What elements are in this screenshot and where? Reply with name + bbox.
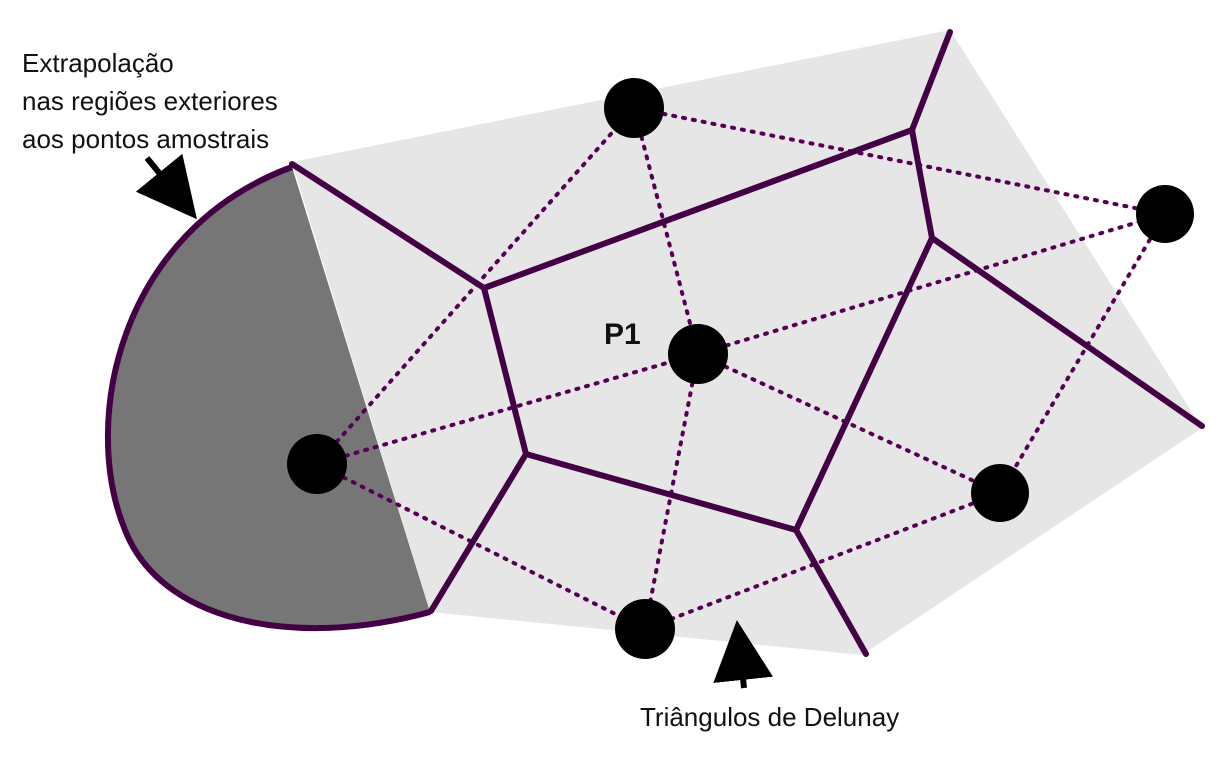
delaunay-edge	[632, 106, 1167, 216]
voronoi-edges	[289, 29, 1205, 657]
delaunay-caption: Triângulos de Delunay	[640, 702, 900, 732]
sample-point-p1	[668, 324, 728, 384]
sample-point	[604, 78, 664, 138]
voronoi-edge	[481, 285, 529, 457]
delaunay-edge	[632, 106, 700, 356]
delaunay-edge	[643, 352, 700, 631]
delaunay-edge	[315, 462, 647, 631]
voronoi-edge	[289, 161, 487, 291]
delaunay-edge	[998, 212, 1167, 495]
extrapolation-boundary-arc	[104, 164, 431, 632]
extrapolation-caption-line-1: Extrapolação	[22, 48, 174, 78]
sample-point	[1136, 185, 1194, 243]
annotation-arrows	[135, 153, 773, 689]
delaunay-edge	[643, 491, 1002, 631]
extrapolated-region	[107, 167, 430, 629]
sample-points	[287, 78, 1194, 659]
voronoi-edge	[523, 451, 799, 533]
delaunay-edge	[696, 212, 1167, 356]
voronoi-edge	[909, 29, 953, 133]
point-p1-label: P1	[604, 318, 641, 351]
voronoi-edge	[481, 127, 915, 291]
sample-point	[287, 434, 347, 494]
sample-point	[971, 464, 1029, 522]
voronoi-edge	[428, 451, 529, 614]
voronoi-edge	[793, 527, 869, 657]
extrapolation-caption-line-3: aos pontos amostrais	[22, 124, 270, 154]
voronoi-edge	[909, 127, 935, 241]
extrapolation-caption-line-2: nas regiões exteriores	[22, 86, 278, 116]
sample-point	[615, 599, 675, 659]
delaunay-arrow-icon	[713, 620, 773, 689]
extrapolation-caption: Extrapolação nas regiões exteriores aos …	[22, 44, 278, 158]
voronoi-edge	[929, 235, 1205, 429]
delaunay-edge	[315, 352, 700, 466]
extrapolation-arrow-icon	[135, 153, 197, 220]
convex-hull-region	[292, 30, 1202, 655]
voronoi-edge	[793, 235, 935, 533]
